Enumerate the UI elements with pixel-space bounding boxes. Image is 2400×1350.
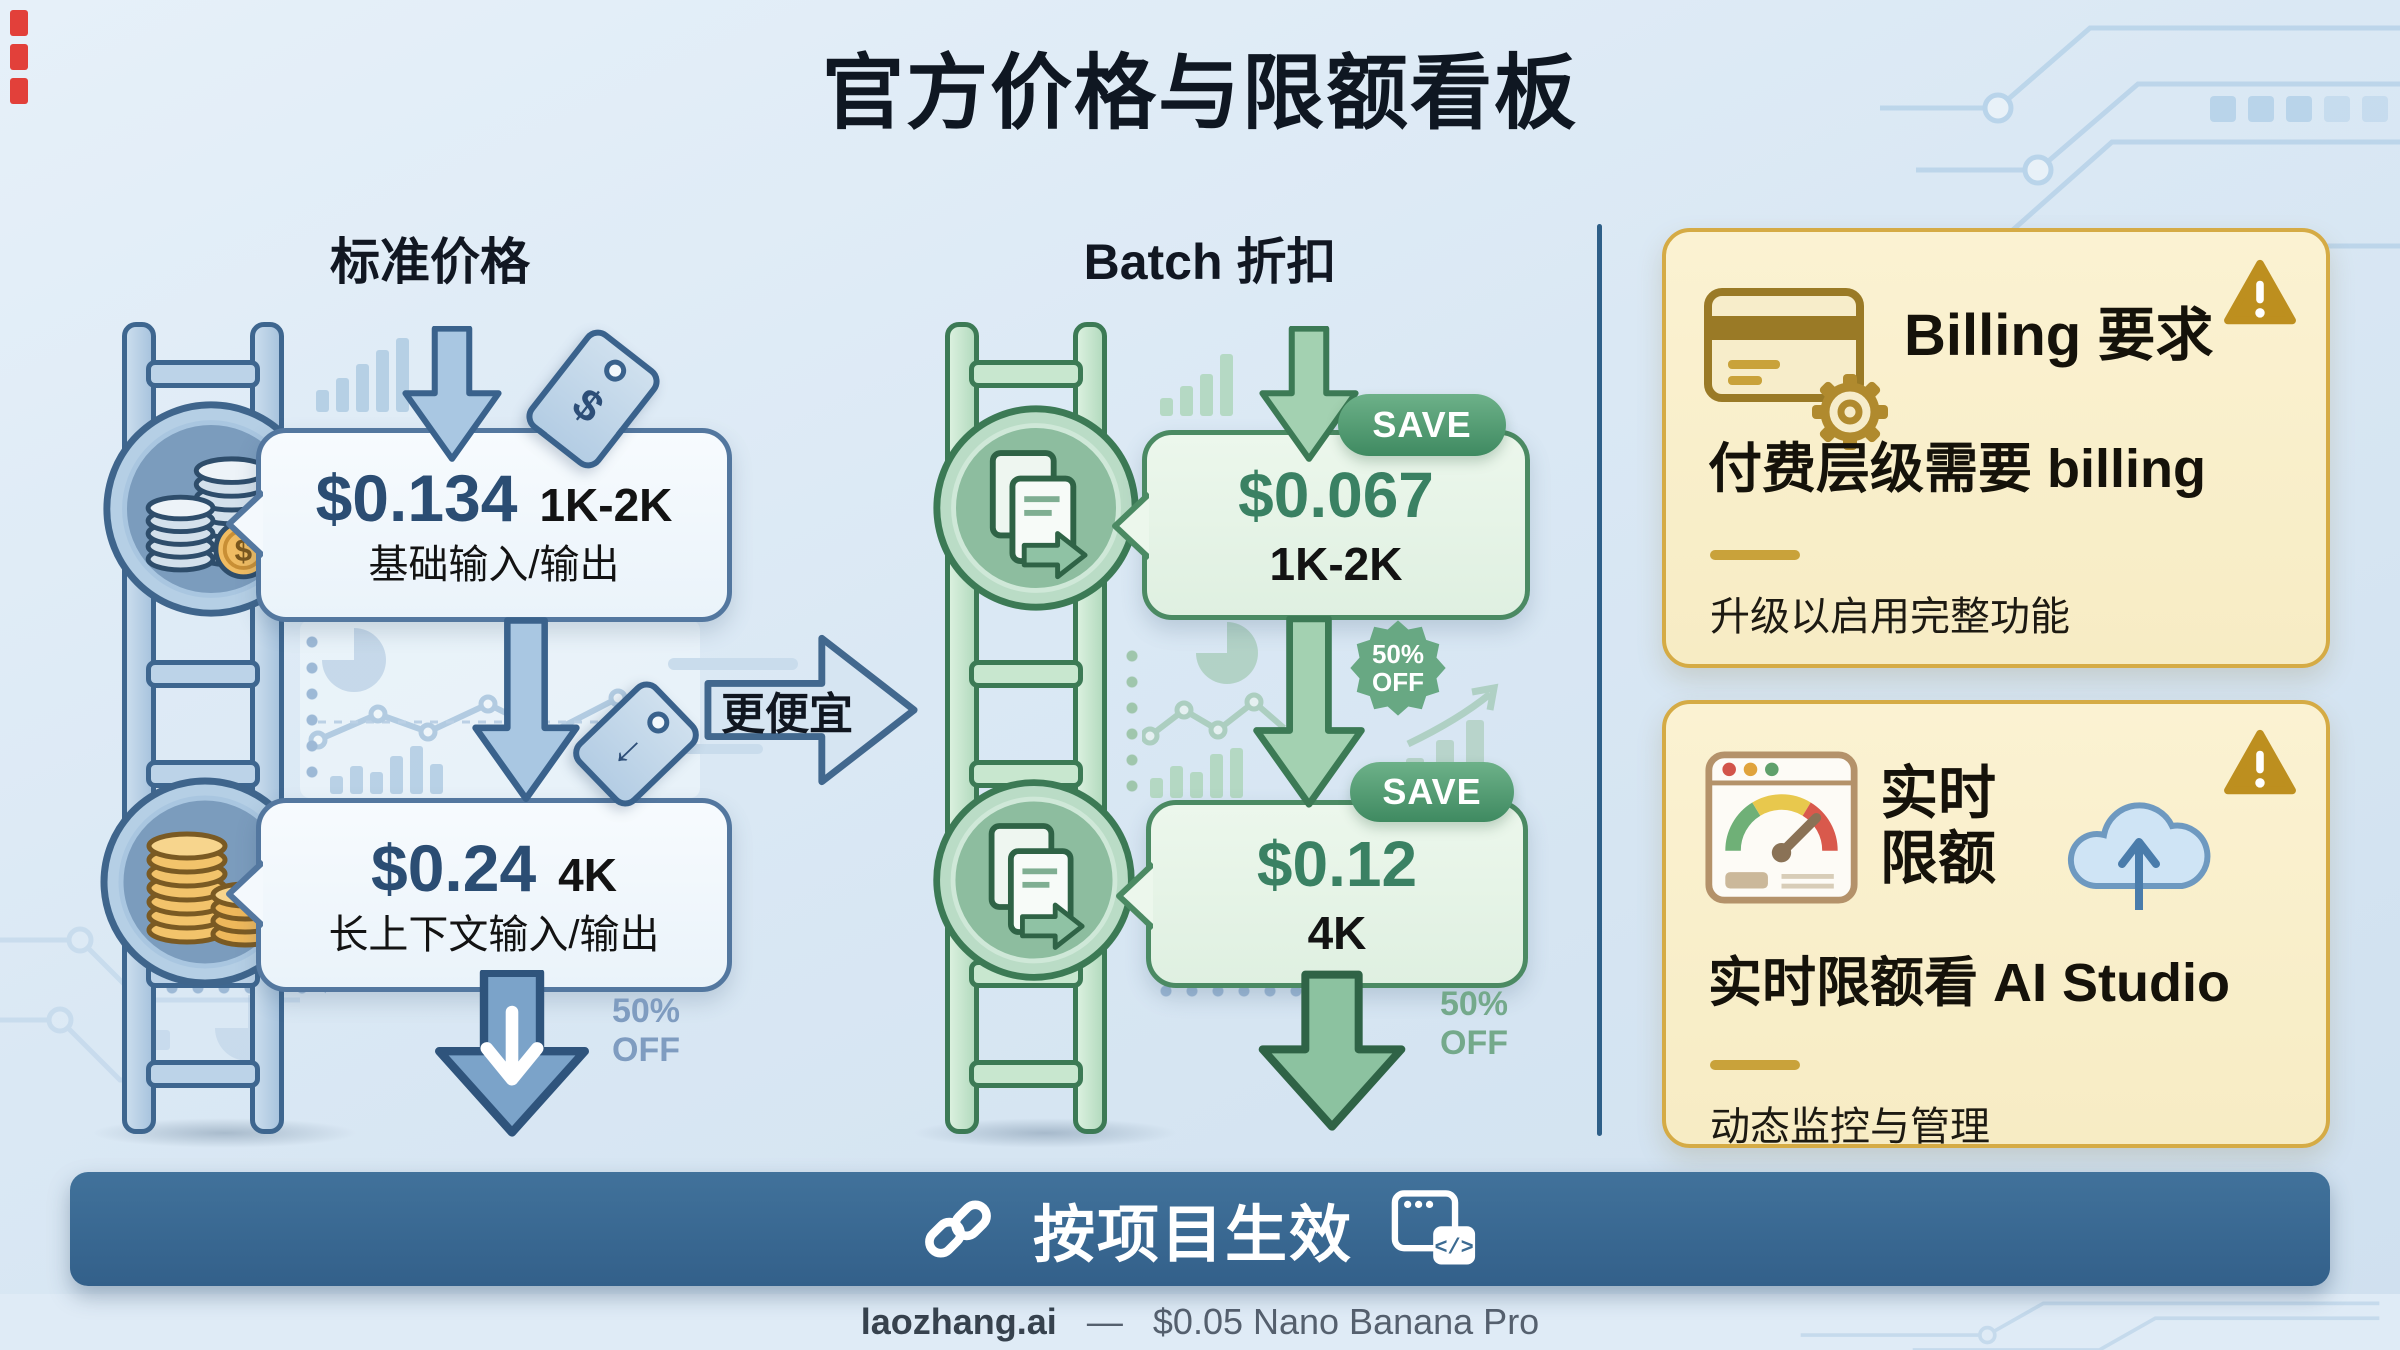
corner-accent-square <box>10 78 28 104</box>
tier-size: 1K-2K <box>539 479 673 531</box>
per-project-label: 按项目生效 <box>1032 1201 1353 1270</box>
tier-price: $0.067 <box>1238 459 1434 531</box>
dotted-decoration <box>1126 650 1138 800</box>
dotted-decoration <box>306 636 318 786</box>
down-arrow-icon <box>472 617 580 802</box>
fifty-percent-off-seal-text: 50%OFF <box>1371 639 1425 698</box>
tier-description: 长上下文输入/输出 <box>328 913 660 957</box>
tier-price: $0.12 <box>1256 828 1418 900</box>
realtime-quota-card: 实时 限额 实时限额看 AI Studio 动态监控与管理 <box>1662 700 2330 1149</box>
speed-line <box>668 658 798 670</box>
mini-bar-chart-icon <box>316 336 409 412</box>
down-arrow-icon <box>1253 616 1365 808</box>
down-arrow-icon <box>435 970 589 1137</box>
circuit-decoration-footer <box>1800 1301 2380 1350</box>
batch-tier1-box: $0.067 1K-2K <box>1112 430 1530 620</box>
corner-accent-square <box>10 44 28 70</box>
batch-discount-heading: Batch 折扣 <box>1083 234 1337 290</box>
card-headline: 实时限额看 AI Studio <box>1708 953 2230 1013</box>
tier-size: 1K-2K <box>1269 538 1403 590</box>
card-subtext: 升级以启用完整功能 <box>1710 595 2070 639</box>
tier-size: 4K <box>558 849 617 901</box>
tier-size: 4K <box>1307 907 1367 959</box>
cheaper-label: 更便宜 <box>721 690 853 739</box>
section-divider <box>1597 224 1602 1136</box>
pie-chart-icon <box>1196 622 1258 684</box>
page-title: 官方价格与限额看板 <box>821 48 1578 139</box>
credit-card-gear-icon <box>1704 288 1888 450</box>
footer-note: $0.05 Nano Banana Pro <box>1152 1301 1540 1342</box>
down-arrow-icon <box>1258 970 1406 1131</box>
code-glyph: </> <box>1434 1236 1473 1261</box>
standard-price-heading: 标准价格 <box>330 234 530 290</box>
card-title: Billing 要求 <box>1904 303 2214 368</box>
card-divider <box>1710 550 1800 560</box>
tier-description: 基础输入/输出 <box>368 543 620 587</box>
brand-name: laozhang.ai <box>860 1301 1057 1342</box>
tier-price: $0.134 <box>315 461 518 535</box>
footer-credit: laozhang.ai — $0.05 Nano Banana Pro <box>0 1294 2400 1350</box>
cloud-upload-icon <box>2067 802 2211 910</box>
card-subtext: 动态监控与管理 <box>1710 1105 1990 1149</box>
save-badge: SAVE <box>1338 394 1506 456</box>
link-icon <box>925 1200 991 1258</box>
batch-tier2-box: $0.12 4K <box>1116 800 1528 988</box>
card-headline: 付费层级需要 billing <box>1708 439 2206 499</box>
code-window-icon: </> <box>1391 1190 1476 1265</box>
speed-line <box>668 744 763 754</box>
discount-note: 50%OFF <box>611 992 681 1070</box>
per-project-banner: 按项目生效 </> <box>70 1172 2330 1286</box>
box-tail <box>226 489 263 559</box>
card-divider <box>1710 1060 1800 1070</box>
footer-separator: — <box>1086 1301 1123 1342</box>
box-tail <box>1116 861 1153 931</box>
down-arrow-icon <box>402 326 502 462</box>
corner-accent-square <box>10 10 28 36</box>
pie-chart-icon <box>322 628 386 692</box>
card-title: 实时 限额 <box>1880 761 1997 891</box>
box-tail <box>226 859 263 929</box>
discount-note: 50%OFF <box>1439 985 1509 1063</box>
mini-bar-chart-icon <box>330 746 443 794</box>
line-chart-icon <box>1142 692 1286 746</box>
fifty-percent-off-seal <box>1350 620 1446 716</box>
batch-documents-icon <box>933 779 1135 981</box>
footer: laozhang.ai — $0.05 Nano Banana Pro <box>0 1294 2400 1350</box>
standard-tier1-box: $0.134 1K-2K 基础输入/输出 <box>226 428 732 622</box>
mini-bar-chart-icon <box>1160 352 1233 416</box>
tier-price: $0.24 <box>371 831 537 905</box>
dotted-decoration <box>1160 985 1310 997</box>
standard-tier2-box: $0.24 4K 长上下文输入/输出 <box>226 798 732 992</box>
warning-icon <box>2224 729 2296 795</box>
gauge-dashboard-icon <box>1705 751 1858 904</box>
billing-requirement-card: Billing 要求 付费层级需要 billing 升级以启用完整功能 <box>1662 228 2330 668</box>
batch-documents-icon <box>933 405 1139 611</box>
save-badge: SAVE <box>1350 762 1514 822</box>
warning-icon <box>2224 259 2296 325</box>
right-arrow-icon <box>704 634 918 786</box>
down-arrow-icon <box>1259 326 1359 462</box>
box-tail <box>1112 491 1149 561</box>
mini-bar-chart-icon <box>1150 748 1243 798</box>
